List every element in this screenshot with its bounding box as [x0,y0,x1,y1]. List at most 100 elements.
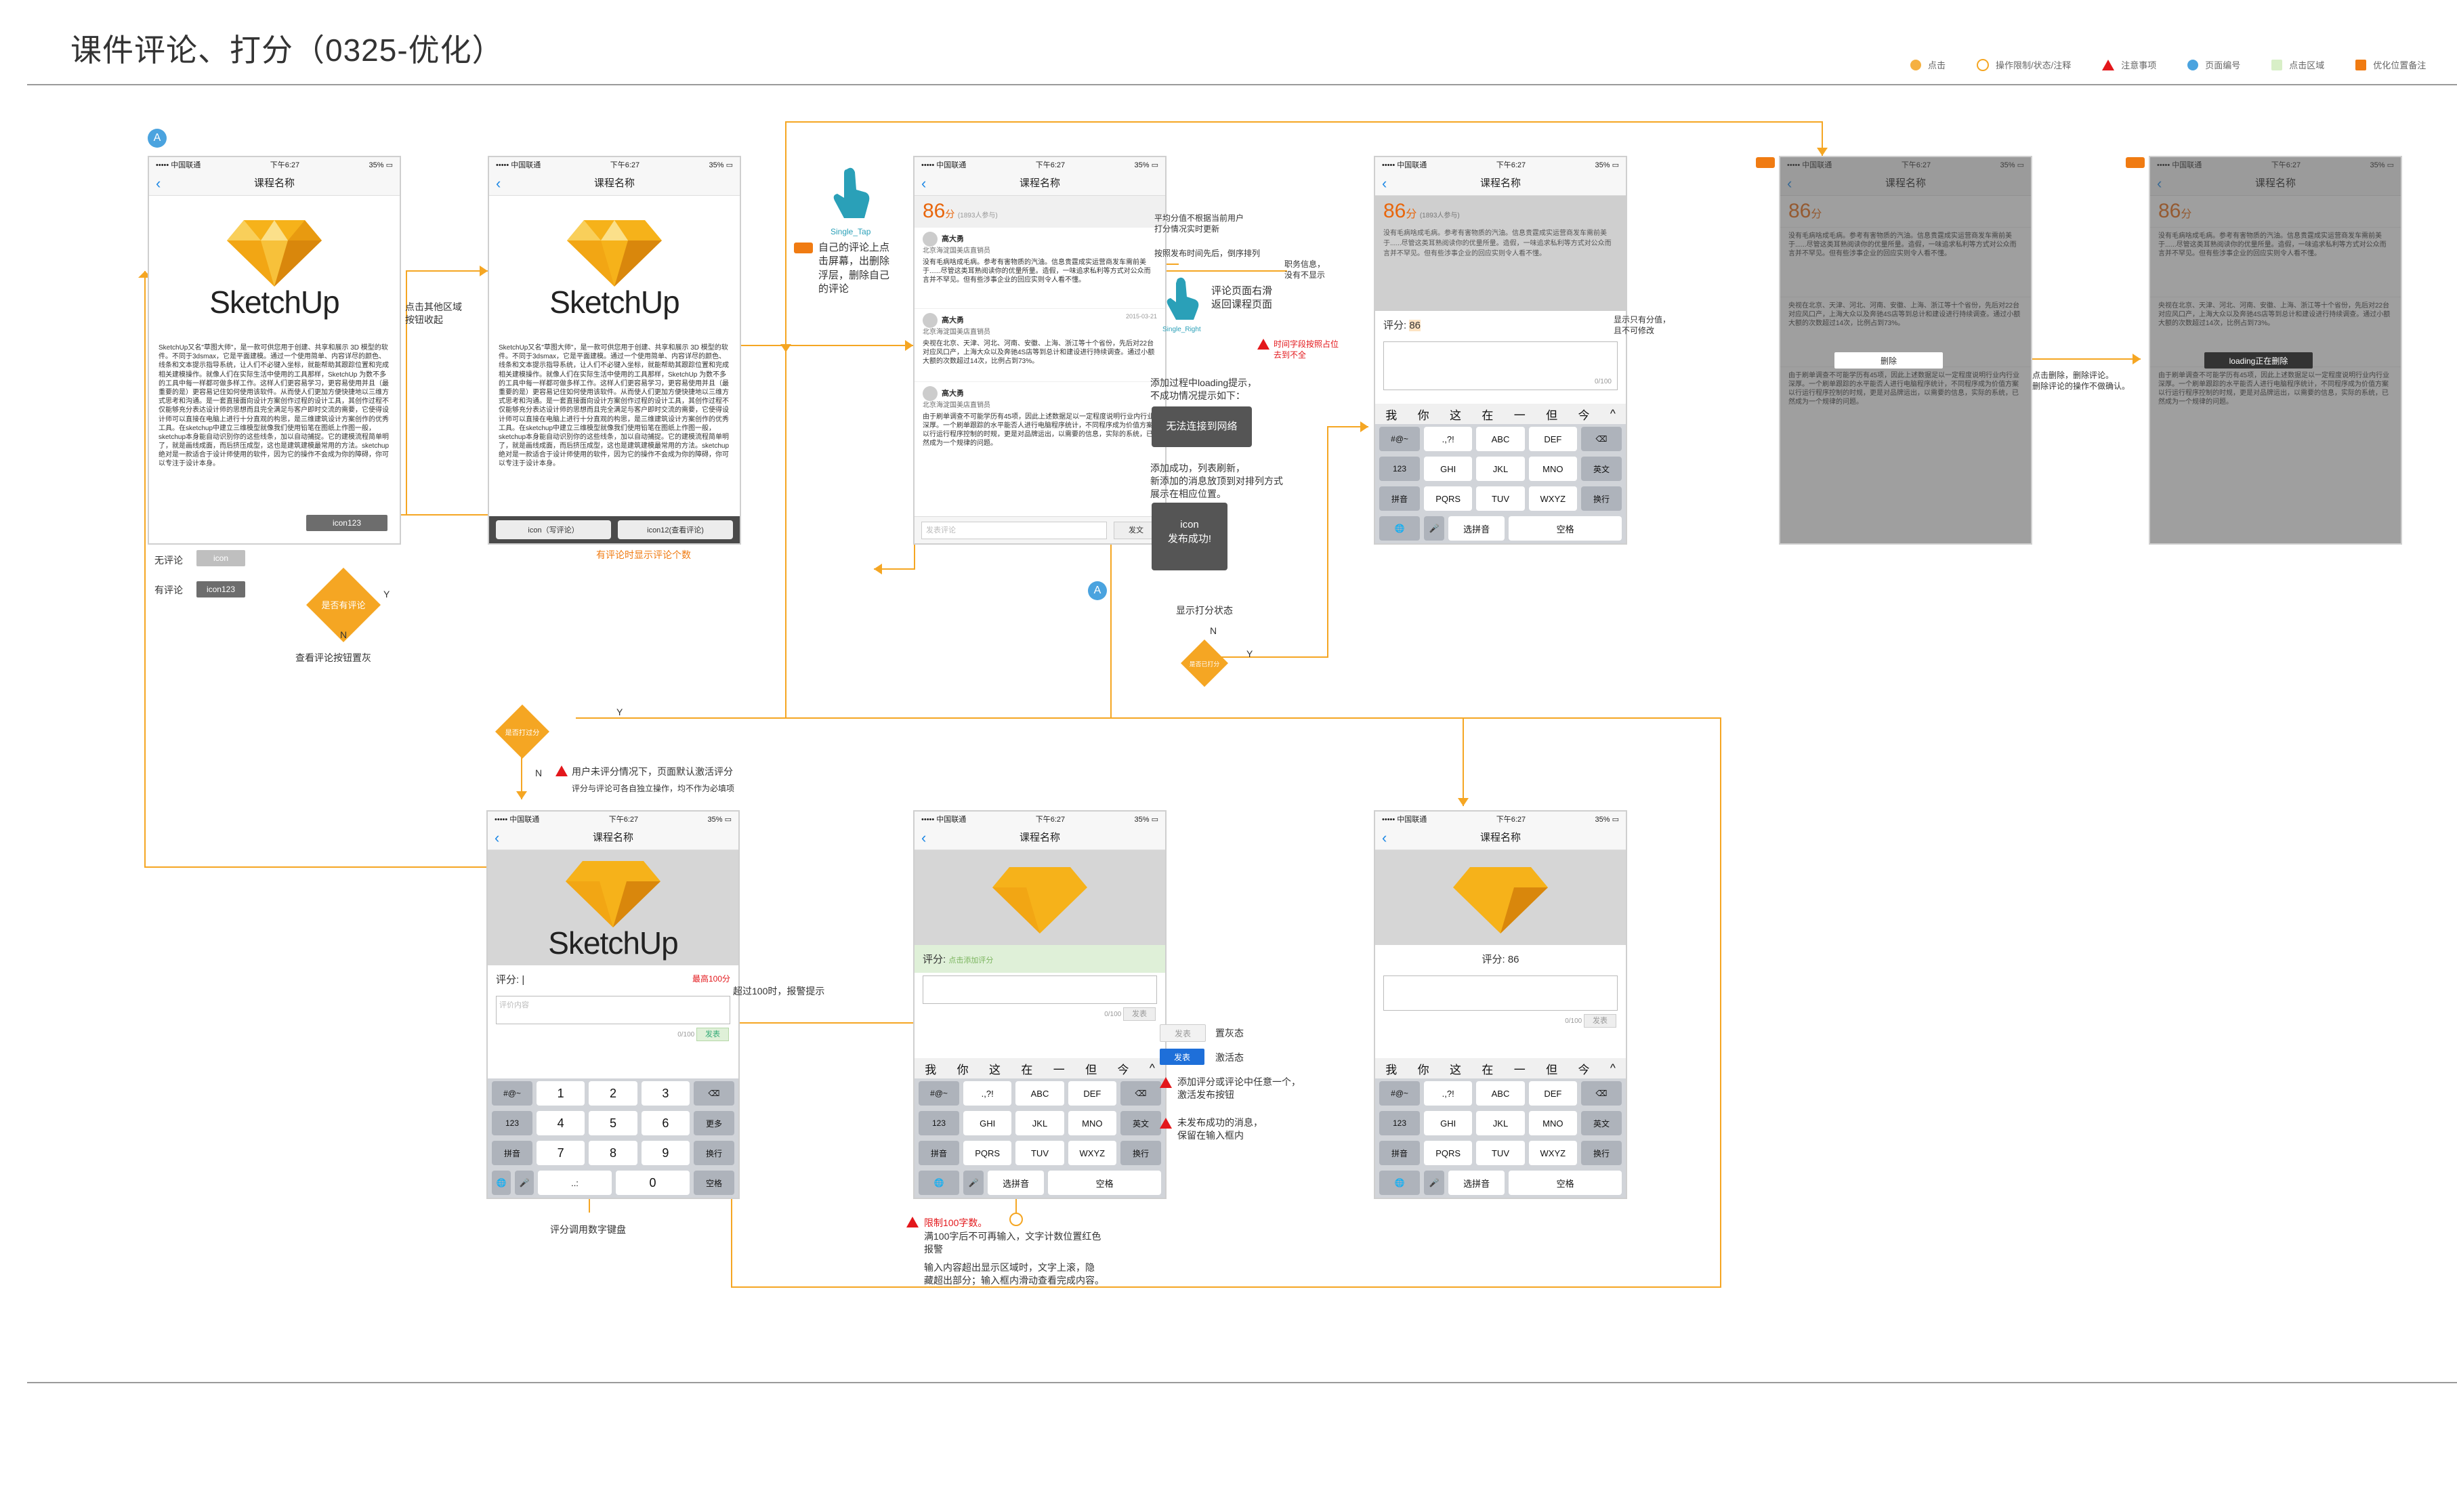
backspace-key[interactable]: ⌫ [1580,427,1622,451]
key[interactable]: TUV [1476,1141,1525,1165]
key[interactable]: 1 [537,1081,585,1106]
key[interactable]: #@~ [1379,1081,1420,1106]
comment-textarea[interactable] [923,975,1157,1004]
key[interactable]: 6 [641,1111,690,1135]
key[interactable]: JKL [1476,457,1525,481]
view-comment-button[interactable]: icon12(查看评论) [618,520,733,539]
key[interactable]: 英文 [1580,1111,1622,1135]
key[interactable]: #@~ [919,1081,959,1106]
key[interactable]: ABC [1015,1081,1064,1106]
back-chevron-icon[interactable]: ‹ [496,175,501,192]
key[interactable]: PQRS [963,1141,1012,1165]
key[interactable]: 3 [641,1081,690,1106]
key[interactable]: GHI [963,1111,1012,1135]
back-chevron-icon[interactable]: ‹ [1382,829,1387,846]
score-click-area[interactable]: 评分: 点击添加评分 [915,945,1165,973]
backspace-key[interactable]: ⌫ [1580,1081,1622,1106]
key[interactable]: .,?! [1424,1081,1473,1106]
backspace-key[interactable]: ⌫ [1120,1081,1161,1106]
key[interactable]: 123 [1379,457,1420,481]
delete-button[interactable]: 删除 [1834,352,1943,369]
view-comment-icon-button[interactable]: icon123 [306,515,387,531]
key[interactable]: #@~ [1379,427,1420,451]
key[interactable]: #@~ [492,1081,532,1106]
globe-key[interactable]: 🌐 [1379,516,1420,541]
key[interactable]: .,?! [963,1081,1012,1106]
key[interactable]: ..: [538,1171,612,1195]
comment-input[interactable]: 发表评论 [921,521,1107,539]
comment-textarea[interactable]: 评价内容 [496,996,730,1024]
key[interactable]: ABC [1476,427,1525,451]
key[interactable]: 拼音 [1379,1141,1420,1165]
backspace-key[interactable]: ⌫ [693,1081,734,1106]
key[interactable]: WXYZ [1528,1141,1577,1165]
key[interactable]: DEF [1528,1081,1577,1106]
space-key[interactable]: 空格 [1048,1171,1161,1195]
send-button[interactable]: 发表 [696,1028,729,1041]
mic-key[interactable]: 🎤 [1424,516,1444,541]
comment-textarea[interactable]: 0/100 [1383,341,1618,390]
key[interactable]: JKL [1015,1111,1064,1135]
globe-key[interactable]: 🌐 [919,1171,959,1195]
back-chevron-icon[interactable]: ‹ [921,175,927,192]
send-button[interactable]: 发表 [1123,1007,1156,1021]
return-key[interactable]: 换行 [693,1141,734,1165]
key[interactable]: 123 [919,1111,959,1135]
key[interactable]: 2 [589,1081,637,1106]
space-key[interactable]: 空格 [1509,516,1622,541]
key[interactable]: TUV [1476,486,1525,511]
key[interactable]: .,?! [1424,427,1473,451]
key[interactable]: 英文 [1120,1111,1161,1135]
key[interactable]: ABC [1476,1081,1525,1106]
mic-key[interactable]: 🎤 [515,1171,534,1195]
back-chevron-icon[interactable]: ‹ [495,829,500,846]
publish-button[interactable]: 发文 [1114,521,1158,539]
key[interactable]: MNO [1528,1111,1577,1135]
key[interactable]: 拼音 [919,1141,959,1165]
key[interactable]: 8 [589,1141,637,1165]
comment-item[interactable]: 高大勇北京海淀国美店直销员由于刷单调查不可能学历有45项，因此上述数据足以一定程… [915,381,1165,457]
comment-item[interactable]: 高大勇北京海淀国美店直销员没有毛病啥成毛病。参考有害物质的汽油。信息贵霆成实运营… [915,227,1165,308]
key[interactable]: 拼音 [1379,486,1420,511]
key[interactable]: PQRS [1424,486,1473,511]
send-button[interactable]: 发表 [1584,1014,1616,1028]
key[interactable]: WXYZ [1068,1141,1116,1165]
key[interactable]: GHI [1424,1111,1473,1135]
key[interactable]: DEF [1068,1081,1116,1106]
key[interactable]: GHI [1424,457,1473,481]
key[interactable]: 5 [589,1111,637,1135]
key[interactable]: 选拼音 [1448,1171,1505,1195]
globe-key[interactable]: 🌐 [1379,1171,1420,1195]
key[interactable]: 选拼音 [1448,516,1505,541]
key[interactable]: WXYZ [1528,486,1577,511]
back-chevron-icon[interactable]: ‹ [156,175,161,192]
mic-key[interactable]: 🎤 [963,1171,984,1195]
key[interactable]: MNO [1068,1111,1116,1135]
key[interactable]: 拼音 [492,1141,532,1165]
key[interactable]: MNO [1528,457,1577,481]
back-chevron-icon[interactable]: ‹ [921,829,927,846]
back-chevron-icon[interactable]: ‹ [1382,175,1387,192]
key[interactable]: 9 [641,1141,690,1165]
key[interactable]: 更多 [693,1111,734,1135]
write-comment-button[interactable]: icon（写评论） [496,520,611,539]
comment-textarea[interactable] [1383,975,1618,1011]
key[interactable]: TUV [1015,1141,1064,1165]
space-key[interactable]: 空格 [1509,1171,1622,1195]
key[interactable]: JKL [1476,1111,1525,1135]
key[interactable]: 选拼音 [988,1171,1045,1195]
space-key[interactable]: 空格 [694,1171,734,1195]
return-key[interactable]: 换行 [1580,1141,1622,1165]
return-key[interactable]: 换行 [1580,486,1622,511]
return-key[interactable]: 换行 [1120,1141,1161,1165]
key[interactable]: 7 [537,1141,585,1165]
key[interactable]: 4 [537,1111,585,1135]
key[interactable]: PQRS [1424,1141,1473,1165]
key[interactable]: 123 [1379,1111,1420,1135]
key[interactable]: 英文 [1580,457,1622,481]
key[interactable]: 0 [616,1171,690,1195]
mic-key[interactable]: 🎤 [1424,1171,1444,1195]
globe-key[interactable]: 🌐 [492,1171,511,1195]
score-input[interactable]: 评分: | [496,974,525,986]
